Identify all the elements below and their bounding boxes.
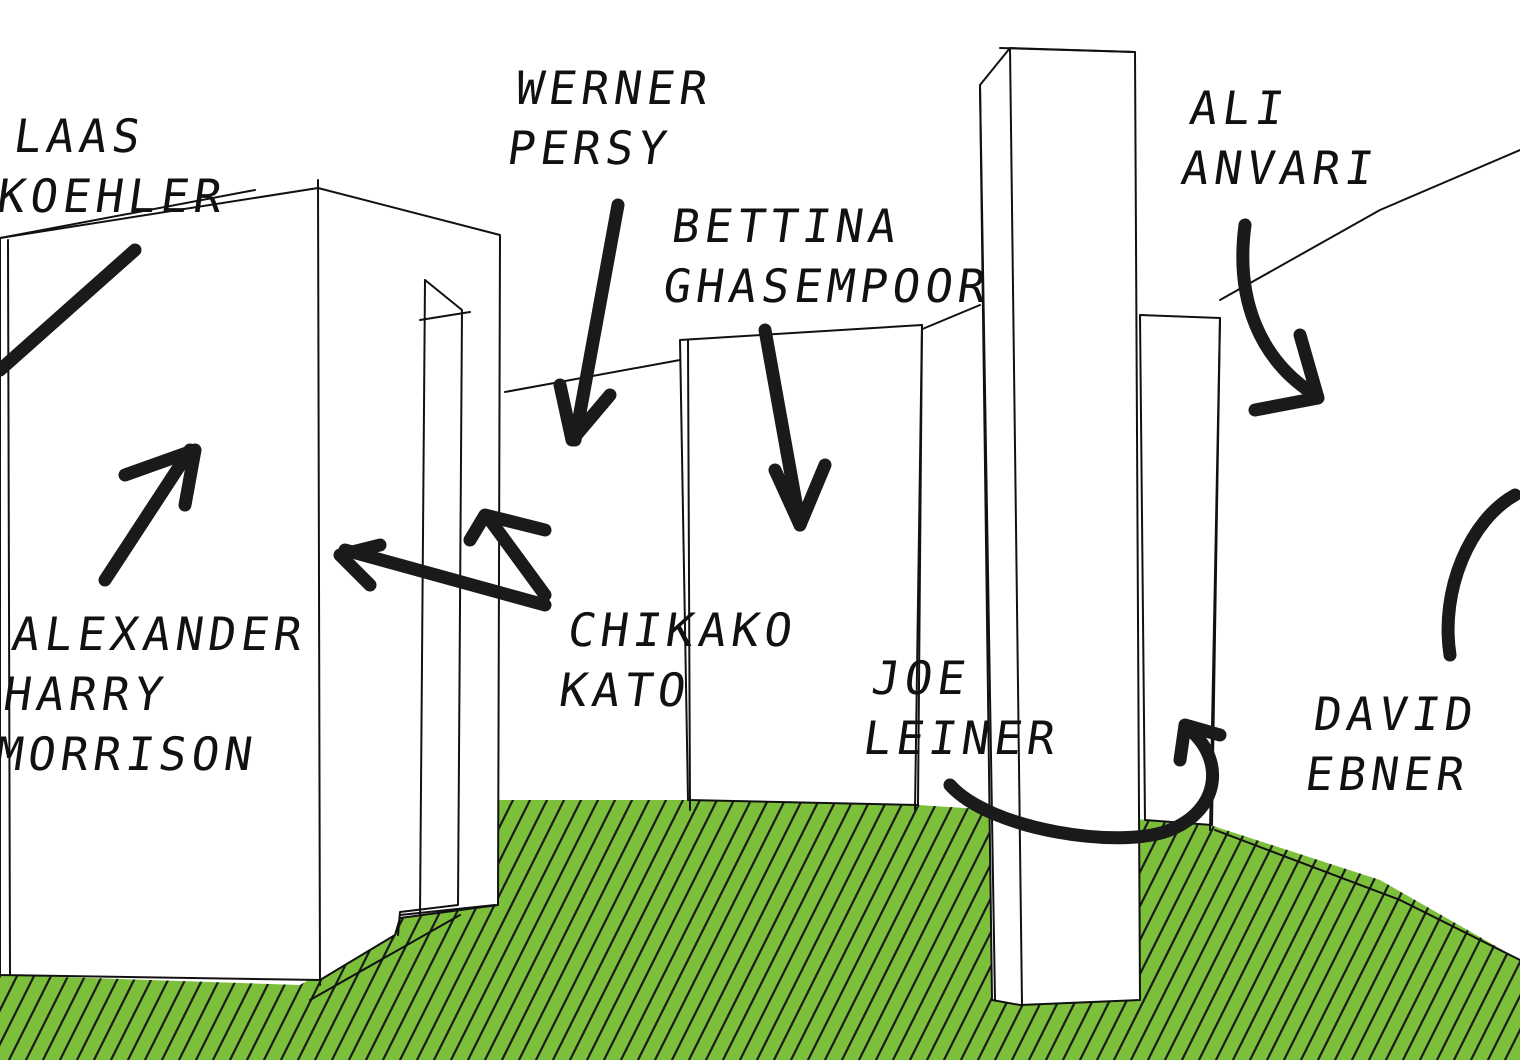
floor-hatch-line	[734, 800, 876, 1060]
label-chikako-kato: CHIKAKO KATO	[556, 600, 802, 720]
floor-hatch-line	[802, 800, 944, 1060]
left-panel-line	[419, 279, 426, 916]
name-line: BETTINA	[668, 199, 905, 253]
floor-hatch-line	[496, 800, 638, 1060]
floor-hatch-line	[411, 800, 553, 1060]
center-wall-block	[679, 324, 923, 806]
name-line: MORRISON	[0, 727, 261, 781]
floor-hatch-line	[428, 800, 570, 1060]
right-wall-block	[1139, 314, 1221, 826]
floor-hatch-line	[1091, 800, 1233, 1060]
floor-hatch-line	[785, 800, 927, 1060]
name-line: JOE	[868, 651, 975, 705]
arrow-ali-shaft	[1236, 218, 1322, 402]
column-front-edge	[1009, 47, 1023, 1006]
floor-hatch-line	[581, 800, 723, 1060]
floor-hatch-line	[1465, 800, 1520, 1060]
arrow-chikako-up-head	[463, 508, 552, 547]
floor-hatch-line	[836, 800, 978, 1060]
floor-hatch-line	[751, 800, 893, 1060]
left-block-corner	[317, 179, 321, 986]
label-bettina-ghasempoor: BETTINA GHASEMPOOR	[660, 196, 1004, 316]
name-line: WERNER	[512, 61, 717, 115]
arrow-klaas	[0, 243, 142, 377]
name-line: KATO	[555, 663, 695, 717]
floor-hatch-line	[768, 800, 910, 1060]
left-floor-line-2	[399, 904, 496, 916]
name-line: DAVID	[1310, 687, 1482, 741]
label-ali-anvari: ALI ANVARI	[1178, 78, 1391, 198]
floor-hatch-line	[853, 800, 995, 1060]
arrow-david-curve	[1441, 488, 1520, 662]
name-line: HARRY	[0, 667, 172, 721]
arrow-chikako-left-shaft	[338, 543, 552, 612]
right-ceiling-line	[1219, 149, 1520, 301]
floor-hatch-line	[445, 800, 587, 1060]
floor-hatch-line	[615, 800, 757, 1060]
floor-hatch-line	[479, 800, 621, 1060]
name-line: LAAS	[10, 109, 149, 163]
floor-hatch-line	[513, 800, 655, 1060]
floor-hatch-line	[819, 800, 961, 1060]
name-line: ANVARI	[1177, 141, 1382, 195]
right-floor-line	[1214, 829, 1520, 961]
column-left-edge	[979, 84, 996, 1001]
name-line: PERSY	[503, 121, 676, 175]
floor-hatch-line	[462, 800, 604, 1060]
column-top	[999, 47, 1136, 53]
floor-hatch-line	[564, 800, 706, 1060]
floor-hatch-line	[1482, 800, 1520, 1060]
label-alexander-harry-morrison: ALEXANDER HARRY MORRISON	[0, 604, 311, 784]
arrow-werner-shaft	[568, 198, 625, 447]
floor-hatch-line	[649, 800, 791, 1060]
floor-hatch-line	[683, 800, 825, 1060]
arrow-bettina-shaft	[758, 323, 807, 532]
arrow-bettina-head	[768, 458, 832, 532]
left-panel	[397, 279, 463, 936]
label-joe-leiner: JOE LEINER	[860, 648, 1073, 768]
name-line: GHASEMPOOR	[659, 259, 995, 313]
floor-hatch-line	[394, 800, 536, 1060]
tall-column	[979, 47, 1141, 1006]
arrow-alexander-shaft	[98, 443, 197, 587]
name-line: ALEXANDER	[8, 607, 311, 661]
name-line: KOEHLER	[0, 169, 231, 223]
floor-hatch-line	[1108, 800, 1250, 1060]
right-wall-edge	[1209, 317, 1221, 831]
arrow-joe-head	[1173, 718, 1227, 767]
floor-hatch-line	[1125, 800, 1267, 1060]
floor-hatch-line	[1074, 800, 1216, 1060]
left-floor-line	[309, 914, 461, 1001]
center-wall-edge	[687, 339, 691, 811]
label-werner-persy: WERNER PERSY	[504, 58, 717, 178]
arrow-ali-head	[1248, 328, 1325, 417]
arrow-alexander-head	[118, 443, 202, 512]
label-klaas-koehler: LAAS KOEHLER	[0, 106, 239, 226]
center-right-panel	[914, 324, 923, 811]
left-ceiling-line	[0, 189, 256, 239]
label-david-ebner: DAVID EBNER	[1302, 684, 1482, 804]
arrow-joe-curve	[943, 723, 1219, 845]
floor-hatch-line	[870, 800, 1012, 1060]
floor-hatch-line	[717, 800, 859, 1060]
name-line: EBNER	[1301, 747, 1474, 801]
floor-hatch-line	[632, 800, 774, 1060]
floor-hatch-line	[598, 800, 740, 1060]
name-line: LEINER	[859, 711, 1064, 765]
name-line: ALI	[1186, 81, 1293, 135]
left-panel-top	[419, 311, 471, 321]
name-line: CHIKAKO	[564, 603, 801, 657]
floor-hatch-line	[700, 800, 842, 1060]
floor-hatch-line	[547, 800, 689, 1060]
arrow-werner-head	[553, 378, 617, 447]
arrow-chikako-left-head	[333, 538, 387, 592]
floor-hatch-line	[530, 800, 672, 1060]
arrow-chikako-up-shaft	[483, 513, 552, 602]
floor-hatch-line	[666, 800, 808, 1060]
